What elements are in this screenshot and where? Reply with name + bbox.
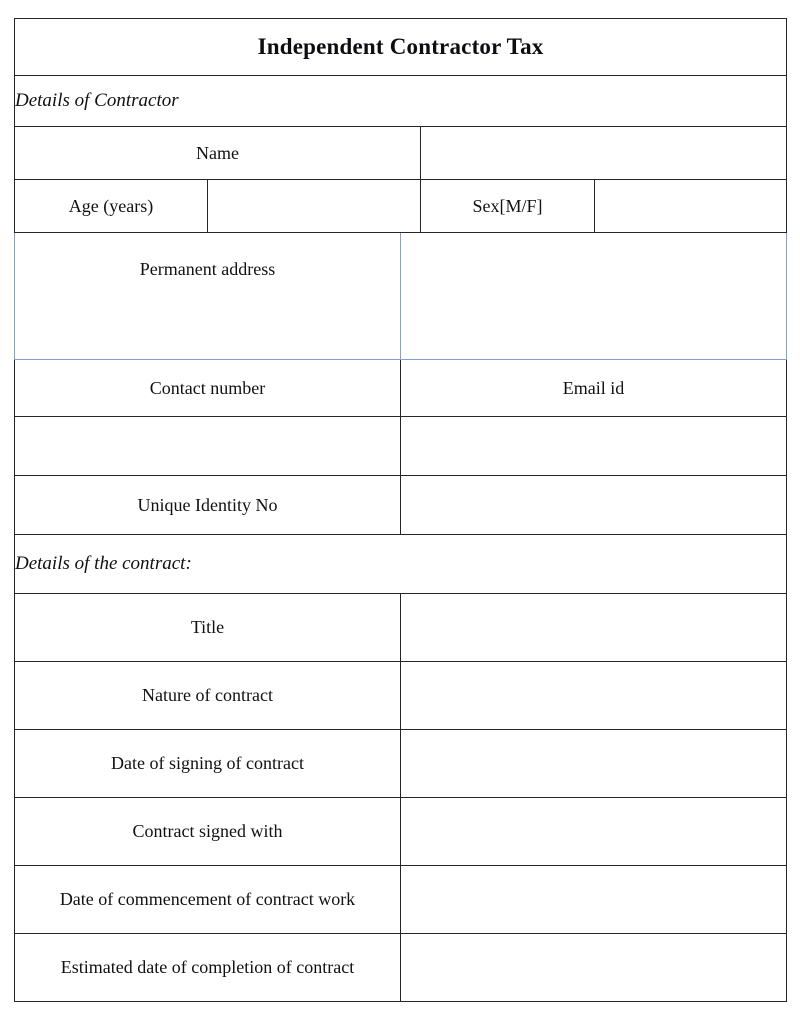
contractor-section-row: Details of Contractor bbox=[13, 75, 788, 127]
input-name[interactable] bbox=[419, 126, 788, 180]
table-row-contract-title: Title bbox=[14, 593, 788, 662]
table-row-contact-email-labels: Contact number Email id bbox=[14, 359, 788, 417]
label-contract-title: Title bbox=[14, 593, 401, 662]
input-age[interactable] bbox=[207, 179, 421, 233]
label-name: Name bbox=[14, 126, 421, 180]
table-row-age-sex: Age (years) Sex[M/F] bbox=[14, 179, 788, 233]
table-row-contract-signed-with: Contract signed with bbox=[14, 797, 788, 866]
label-nature-of-contract: Nature of contract bbox=[14, 661, 401, 730]
label-estimated-completion: Estimated date of completion of contract bbox=[14, 933, 401, 1002]
label-date-of-signing: Date of signing of contract bbox=[14, 729, 401, 798]
section-heading-contractor: Details of Contractor bbox=[13, 75, 788, 127]
table-row-permanent-address: Permanent address bbox=[14, 232, 788, 360]
section-heading-contract: Details of the contract: bbox=[13, 534, 788, 594]
input-nature-of-contract[interactable] bbox=[399, 661, 788, 730]
contract-section-row: Details of the contract: bbox=[13, 534, 788, 594]
table-row-date-of-signing: Date of signing of contract bbox=[14, 729, 788, 798]
table-row-name: Name bbox=[14, 126, 788, 180]
input-date-of-signing[interactable] bbox=[399, 729, 788, 798]
input-sex[interactable] bbox=[593, 179, 788, 233]
label-permanent-address: Permanent address bbox=[14, 232, 401, 360]
label-contract-signed-with: Contract signed with bbox=[14, 797, 401, 866]
input-contract-signed-with[interactable] bbox=[399, 797, 788, 866]
label-age: Age (years) bbox=[14, 179, 208, 233]
table-row-contact-email-values bbox=[14, 416, 788, 476]
page-title: Independent Contractor Tax bbox=[13, 18, 788, 76]
input-permanent-address[interactable] bbox=[399, 232, 788, 360]
table-row-date-of-commencement: Date of commencement of contract work bbox=[14, 865, 788, 934]
input-contact-number[interactable] bbox=[14, 416, 401, 476]
input-contract-title[interactable] bbox=[399, 593, 788, 662]
table-row-nature-of-contract: Nature of contract bbox=[14, 661, 788, 730]
label-email-id: Email id bbox=[399, 359, 788, 417]
label-unique-identity-no: Unique Identity No bbox=[14, 475, 401, 535]
label-contact-number: Contact number bbox=[14, 359, 401, 417]
title-row: Independent Contractor Tax bbox=[13, 18, 788, 76]
contractor-tax-form: Independent Contractor Tax Details of Co… bbox=[13, 18, 788, 1002]
table-row-estimated-completion: Estimated date of completion of contract bbox=[14, 933, 788, 1002]
label-date-of-commencement: Date of commencement of contract work bbox=[14, 865, 401, 934]
table-row-unique-identity: Unique Identity No bbox=[14, 475, 788, 535]
input-estimated-completion[interactable] bbox=[399, 933, 788, 1002]
input-unique-identity-no[interactable] bbox=[399, 475, 788, 535]
label-sex: Sex[M/F] bbox=[420, 179, 595, 233]
input-email-id[interactable] bbox=[399, 416, 788, 476]
input-date-of-commencement[interactable] bbox=[399, 865, 788, 934]
